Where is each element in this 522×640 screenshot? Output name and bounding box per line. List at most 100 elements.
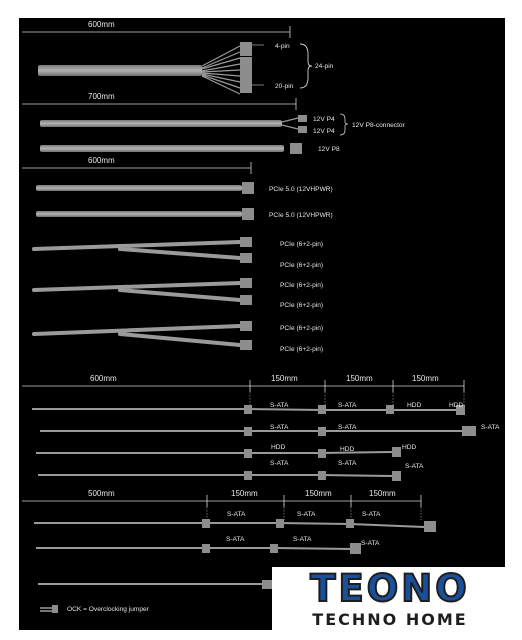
cpu-p8-label: 12V P8 xyxy=(318,146,340,153)
sata-label: S-ATA xyxy=(338,402,357,409)
cpu-p4-connector-a xyxy=(298,115,307,122)
logo-wordmark: TEONO xyxy=(309,567,470,610)
sata-connector xyxy=(202,519,210,528)
pcie5-label: PCIe 5.0 (12VHPWR) xyxy=(269,186,333,193)
hdd-connector xyxy=(244,449,252,458)
hdd-label: HDD xyxy=(271,444,286,451)
sata-label: S-ATA xyxy=(270,460,289,467)
sata-connector xyxy=(244,471,252,480)
cpu-p4-cable-sleeve xyxy=(40,120,282,127)
sata-cable xyxy=(36,547,353,550)
pcie-label: PCIe (6+2-pin) xyxy=(280,282,323,289)
hdd-cable xyxy=(36,451,395,454)
pcie-cable-pair xyxy=(32,324,242,347)
teono-logo: TEONO TECHNO HOME xyxy=(272,567,508,634)
dimension-label: 600mm xyxy=(90,374,117,383)
pcie-label: PCIe (6+2-pin) xyxy=(280,302,323,309)
cpu-p4-label-b: 12V P4 xyxy=(313,128,335,135)
pcie-label: PCIe (6+2-pin) xyxy=(280,325,323,332)
sata-connector xyxy=(276,519,284,528)
pcie-cable-group: 600mm PCIe 5.0 (12VHPWR) PCIe 5.0 (12VHP… xyxy=(22,156,333,353)
hdd-connector xyxy=(386,405,394,414)
sata-connector xyxy=(462,426,476,436)
ock-connector xyxy=(262,580,272,589)
segment-label: 150mm xyxy=(412,374,439,383)
hdd-label: HDD xyxy=(407,402,422,409)
sata-cable xyxy=(38,474,393,477)
sata-connector xyxy=(392,471,401,481)
cpu-cable-group: 700mm 12V P4 12V P4 12V P8-connector 12V… xyxy=(22,92,406,154)
pcie5-connector xyxy=(242,182,254,194)
sata-label: S-ATA xyxy=(362,511,381,518)
pcie5-cable-sleeve xyxy=(36,185,242,191)
atx-20pin-connector xyxy=(240,57,252,93)
sata-connector xyxy=(270,544,278,553)
sata-cable-group: 600mm 150mm 150mm 150mm S-ATA S-ATA HDD … xyxy=(22,374,500,481)
sata-connector xyxy=(346,519,354,528)
hdd-label: HDD xyxy=(449,402,464,409)
pcie-connector xyxy=(240,295,252,305)
dimension-label: 600mm xyxy=(88,156,115,165)
sata-label: S-ATA xyxy=(227,511,246,518)
sata-label: S-ATA xyxy=(226,536,245,543)
sata-connector xyxy=(202,544,210,553)
hdd-label: HDD xyxy=(402,444,417,451)
pcie5-label: PCIe 5.0 (12VHPWR) xyxy=(269,212,333,219)
pcie-connector xyxy=(240,278,252,288)
pcie-connector xyxy=(240,253,252,263)
cpu-brace xyxy=(339,113,349,136)
atx-24pin-label: 24-pin xyxy=(315,63,334,70)
sata-label: S-ATA xyxy=(270,424,289,431)
atx-wires xyxy=(201,45,241,95)
pcie-label: PCIe (6+2-pin) xyxy=(280,262,323,269)
sata-connector xyxy=(318,405,326,414)
ock-group: OCK = Overclocking jumper xyxy=(38,580,272,613)
sata-connector xyxy=(350,543,361,554)
pcie-label: PCIe (6+2-pin) xyxy=(280,346,323,353)
atx-cable-sleeve xyxy=(38,65,202,76)
sata-cable xyxy=(34,522,425,528)
sata-label: S-ATA xyxy=(297,511,316,518)
cpu-p4-label-a: 12V P4 xyxy=(313,116,335,123)
cpu-p8-cable-sleeve xyxy=(40,145,284,152)
logo-subtitle: TECHNO HOME xyxy=(312,610,468,629)
ock-legend-icon xyxy=(40,607,52,612)
sata-cable-group-500: 500mm 150mm 150mm 150mm S-ATA S-ATA S-AT… xyxy=(22,489,436,554)
sata-label: S-ATA xyxy=(361,540,380,547)
atx-4pin-label: 4-pin xyxy=(275,43,290,50)
sata-label: S-ATA xyxy=(338,424,357,431)
pcie5-cable-sleeve xyxy=(36,211,242,217)
pcie-connector xyxy=(240,237,252,247)
sata-connector xyxy=(244,405,252,414)
hdd-connector xyxy=(392,447,401,457)
sata-label: S-ATA xyxy=(338,460,357,467)
sata-connector xyxy=(318,427,326,436)
dimension-label: 600mm xyxy=(88,20,115,29)
hdd-connector xyxy=(456,405,465,415)
pcie-cable-pair xyxy=(32,281,242,302)
cpu-p8-connector xyxy=(290,143,302,154)
pcie-cable-pair xyxy=(32,240,242,260)
cpu-p8-group-label: 12V P8-connector xyxy=(352,122,406,129)
sata-label: S-ATA xyxy=(270,402,289,409)
atx-20pin-label: 20-pin xyxy=(275,83,294,90)
atx-cable-group: 600mm 4-pin 20-pin 24-pin xyxy=(22,20,334,95)
segment-label: 150mm xyxy=(369,489,396,498)
pcie5-connector xyxy=(242,208,254,220)
pcie-label: PCIe (6+2-pin) xyxy=(280,241,323,248)
sata-connector xyxy=(318,471,326,480)
ock-legend-label: OCK = Overclocking jumper xyxy=(67,606,150,613)
sata-label: S-ATA xyxy=(293,536,312,543)
dimension-label: 500mm xyxy=(88,489,115,498)
cpu-p4-connector-b xyxy=(298,126,307,133)
sata-label: S-ATA xyxy=(405,463,424,470)
segment-label: 150mm xyxy=(305,489,332,498)
sata-label: S-ATA xyxy=(481,424,500,431)
sata-connector xyxy=(244,427,252,436)
sata-connector xyxy=(424,521,436,532)
pcie-connector xyxy=(240,340,252,350)
segment-label: 150mm xyxy=(231,489,258,498)
hdd-label: HDD xyxy=(340,446,355,453)
